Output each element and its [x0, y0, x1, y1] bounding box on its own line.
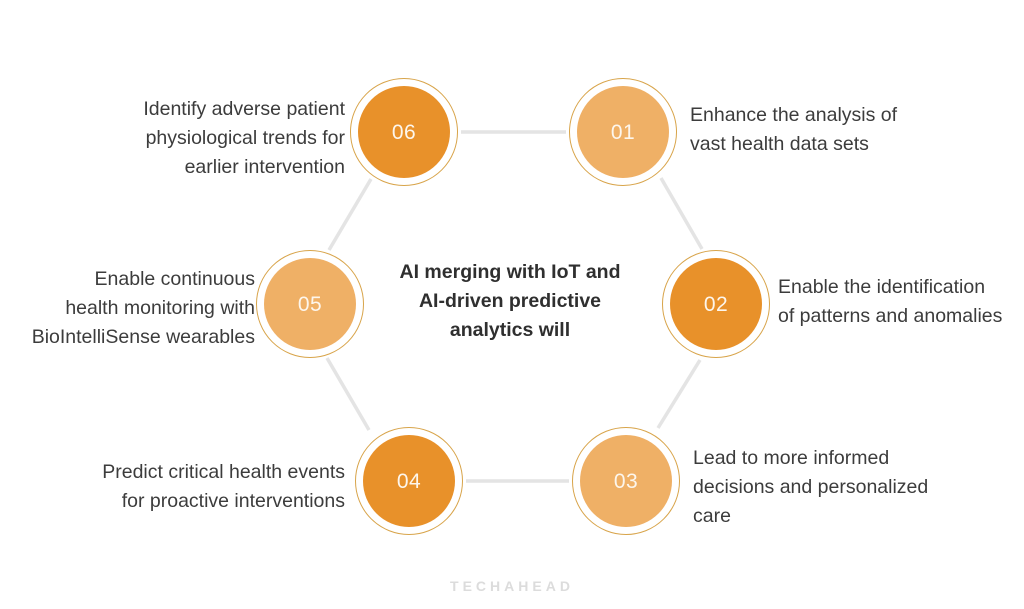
node-circle-01[interactable]: 01	[569, 78, 677, 186]
node-caption-04: Predict critical health events for proac…	[102, 461, 345, 512]
node-disc-01: 01	[577, 86, 669, 178]
node-circle-06[interactable]: 06	[350, 78, 458, 186]
node-number-04: 04	[396, 469, 422, 493]
node-caption-01: Enhance the analysis of vast health data…	[690, 104, 898, 155]
node-disc-04: 04	[363, 435, 455, 527]
node-disc-05: 05	[264, 258, 356, 350]
node-circle-05[interactable]: 05	[256, 250, 364, 358]
watermark-logo: TECHAHEAD	[450, 578, 574, 594]
center-title: AI merging with IoT and AI-driven predic…	[399, 261, 621, 341]
node-number-05: 05	[297, 292, 323, 316]
node-caption-03: Lead to more informed decisions and pers…	[693, 447, 929, 527]
connector-02-03	[656, 359, 702, 429]
node-number-06: 06	[391, 120, 417, 144]
node-number-01: 01	[610, 120, 636, 144]
node-caption-05: Enable continuous health monitoring with…	[31, 268, 255, 348]
node-caption-06: Identify adverse patient physiological t…	[143, 98, 345, 178]
connector-01-02	[659, 177, 704, 250]
connector-05-06	[327, 178, 373, 251]
node-caption-02: Enable the identification of patterns an…	[778, 276, 1003, 327]
node-disc-03: 03	[580, 435, 672, 527]
connector-04-05	[325, 357, 371, 431]
node-circle-04[interactable]: 04	[355, 427, 463, 535]
node-number-03: 03	[613, 469, 639, 493]
node-disc-06: 06	[358, 86, 450, 178]
node-circle-03[interactable]: 03	[572, 427, 680, 535]
node-disc-02: 02	[670, 258, 762, 350]
node-number-02: 02	[703, 292, 729, 316]
node-circle-02[interactable]: 02	[662, 250, 770, 358]
